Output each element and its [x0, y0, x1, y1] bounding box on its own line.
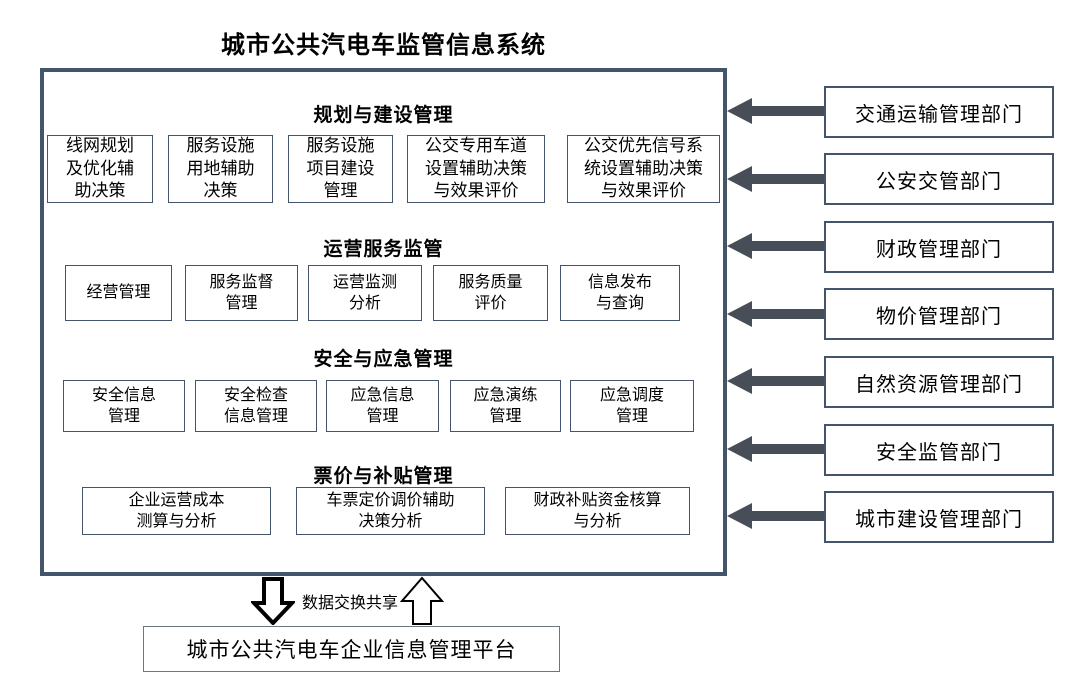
module-box: 经营管理 [65, 265, 172, 321]
diagram-title: 城市公共汽电车监管信息系统 [221, 32, 546, 59]
left-arrow-icon [727, 98, 824, 124]
section-header-fare: 票价与补贴管理 [313, 466, 454, 487]
module-box: 应急信息 管理 [326, 380, 439, 432]
dept-box-public-security: 公安交管部门 [824, 153, 1054, 205]
module-box: 车票定价调价辅助 决策分析 [296, 487, 485, 535]
up-arrow-icon [400, 576, 445, 625]
module-box: 应急演练 管理 [450, 380, 561, 432]
module-box: 线网规划 及优化辅 助决策 [47, 135, 153, 203]
left-arrow-icon [727, 166, 824, 192]
dept-box-safety-supervision: 安全监管部门 [824, 424, 1054, 476]
module-box: 信息发布 与查询 [560, 265, 680, 321]
dept-box-natural-resources: 自然资源管理部门 [824, 356, 1054, 408]
enterprise-platform-box: 城市公共汽电车企业信息管理平台 [143, 626, 560, 672]
left-arrow-icon [727, 301, 824, 327]
dept-box-transport: 交通运输管理部门 [824, 86, 1054, 138]
left-arrow-icon [727, 368, 824, 394]
module-box: 服务质量 评价 [433, 265, 548, 321]
dept-box-finance: 财政管理部门 [824, 221, 1054, 273]
left-arrow-icon [727, 233, 824, 259]
module-box: 运营监测 分析 [308, 265, 422, 321]
section-header-planning: 规划与建设管理 [313, 105, 454, 126]
dept-box-urban-construction: 城市建设管理部门 [824, 491, 1054, 543]
section-header-operation: 运营服务监管 [323, 239, 444, 260]
module-box: 服务设施 项目建设 管理 [288, 135, 393, 203]
module-box: 安全检查 信息管理 [195, 380, 317, 432]
left-arrow-icon [727, 436, 824, 462]
section-header-safety: 安全与应急管理 [313, 349, 454, 370]
module-box: 服务监督 管理 [185, 265, 298, 321]
module-box: 财政补贴资金核算 与分析 [505, 487, 690, 535]
module-box: 公交优先信号系 统设置辅助决策 与效果评价 [567, 135, 720, 203]
data-exchange-label: 数据交换共享 [301, 595, 398, 612]
left-arrow-icon [727, 503, 824, 529]
module-box: 应急调度 管理 [570, 380, 694, 432]
down-arrow-icon [251, 577, 295, 625]
module-box: 安全信息 管理 [63, 380, 185, 432]
dept-box-price: 物价管理部门 [824, 288, 1054, 340]
module-box: 公交专用车道 设置辅助决策 与效果评价 [407, 135, 545, 203]
module-box: 服务设施 用地辅助 决策 [168, 135, 273, 203]
module-box: 企业运营成本 测算与分析 [82, 487, 271, 535]
main-system-box: 规划与建设管理 线网规划 及优化辅 助决策 服务设施 用地辅助 决策 服务设施 … [40, 68, 727, 576]
